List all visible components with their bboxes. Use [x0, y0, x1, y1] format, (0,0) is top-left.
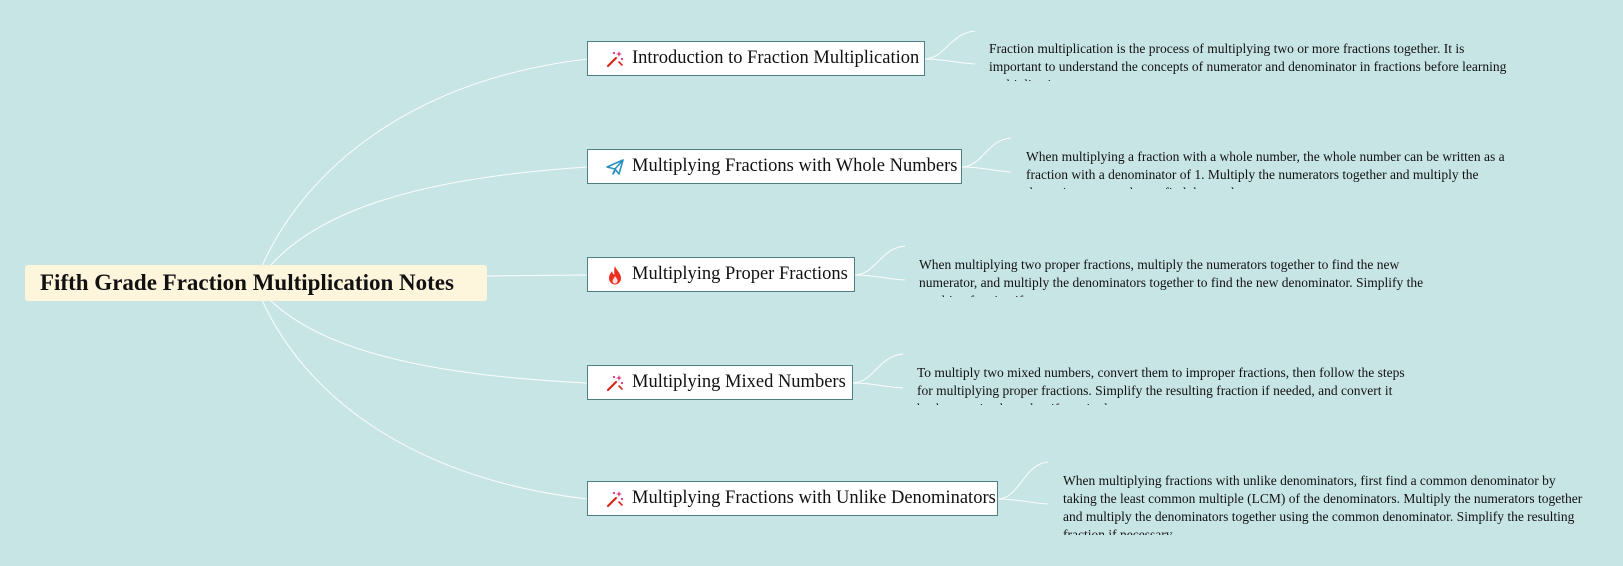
- connector-topic-2-note: [960, 137, 1012, 168]
- topic-label: Introduction to Fraction Multiplication: [632, 48, 920, 68]
- connector-root-topic-4: [269, 299, 588, 384]
- connector-root-topic-2: [269, 166, 588, 267]
- topic-whole-numbers[interactable]: Multiplying Fractions with Whole Numbers: [587, 149, 962, 184]
- magic-wand-icon: [605, 489, 625, 509]
- topic-note-unlike-denominators: When multiplying fractions with unlike d…: [1063, 473, 1583, 535]
- connector-root-topic-1: [261, 58, 588, 267]
- topic-mixed-numbers[interactable]: Multiplying Mixed Numbers: [587, 365, 853, 400]
- topic-note-introduction: Fraction multiplication is the process o…: [989, 41, 1507, 81]
- topic-label: Multiplying Proper Fractions: [632, 264, 848, 284]
- connector-topic-2-note-tail: [960, 166, 1012, 173]
- connector-root-topic-3: [486, 274, 588, 277]
- topic-note-whole-numbers: When multiplying a fraction with a whole…: [1026, 149, 1505, 189]
- topic-proper-fractions[interactable]: Multiplying Proper Fractions: [587, 257, 855, 292]
- connector-root-topic-5: [261, 299, 588, 500]
- connector-topic-1-note: [923, 30, 976, 60]
- topic-note-mixed-numbers: To multiply two mixed numbers, convert t…: [917, 365, 1405, 405]
- flame-icon: [605, 265, 625, 285]
- connector-topic-1-note-tail: [923, 58, 976, 65]
- topic-label: Multiplying Fractions with Unlike Denomi…: [632, 488, 996, 508]
- connector-topic-4-note: [851, 353, 904, 384]
- paper-plane-icon: [605, 157, 625, 177]
- topic-introduction[interactable]: Introduction to Fraction Multiplication: [587, 41, 925, 76]
- topic-note-proper-fractions: When multiplying two proper fractions, m…: [919, 257, 1424, 297]
- connector-topic-4-note-tail: [851, 382, 904, 389]
- topic-unlike-denominators[interactable]: Multiplying Fractions with Unlike Denomi…: [587, 481, 998, 516]
- topic-label: Multiplying Fractions with Whole Numbers: [632, 156, 958, 176]
- magic-wand-icon: [605, 373, 625, 393]
- magic-wand-icon: [605, 49, 625, 69]
- root-topic[interactable]: Fifth Grade Fraction Multiplication Note…: [25, 265, 487, 301]
- topic-label: Multiplying Mixed Numbers: [632, 372, 846, 392]
- connector-topic-3-note-tail: [853, 274, 906, 281]
- connector-topic-3-note: [853, 245, 906, 276]
- root-topic-title: Fifth Grade Fraction Multiplication Note…: [40, 270, 454, 295]
- connector-topic-5-note-tail: [997, 498, 1049, 505]
- connector-topic-5-note: [997, 461, 1049, 500]
